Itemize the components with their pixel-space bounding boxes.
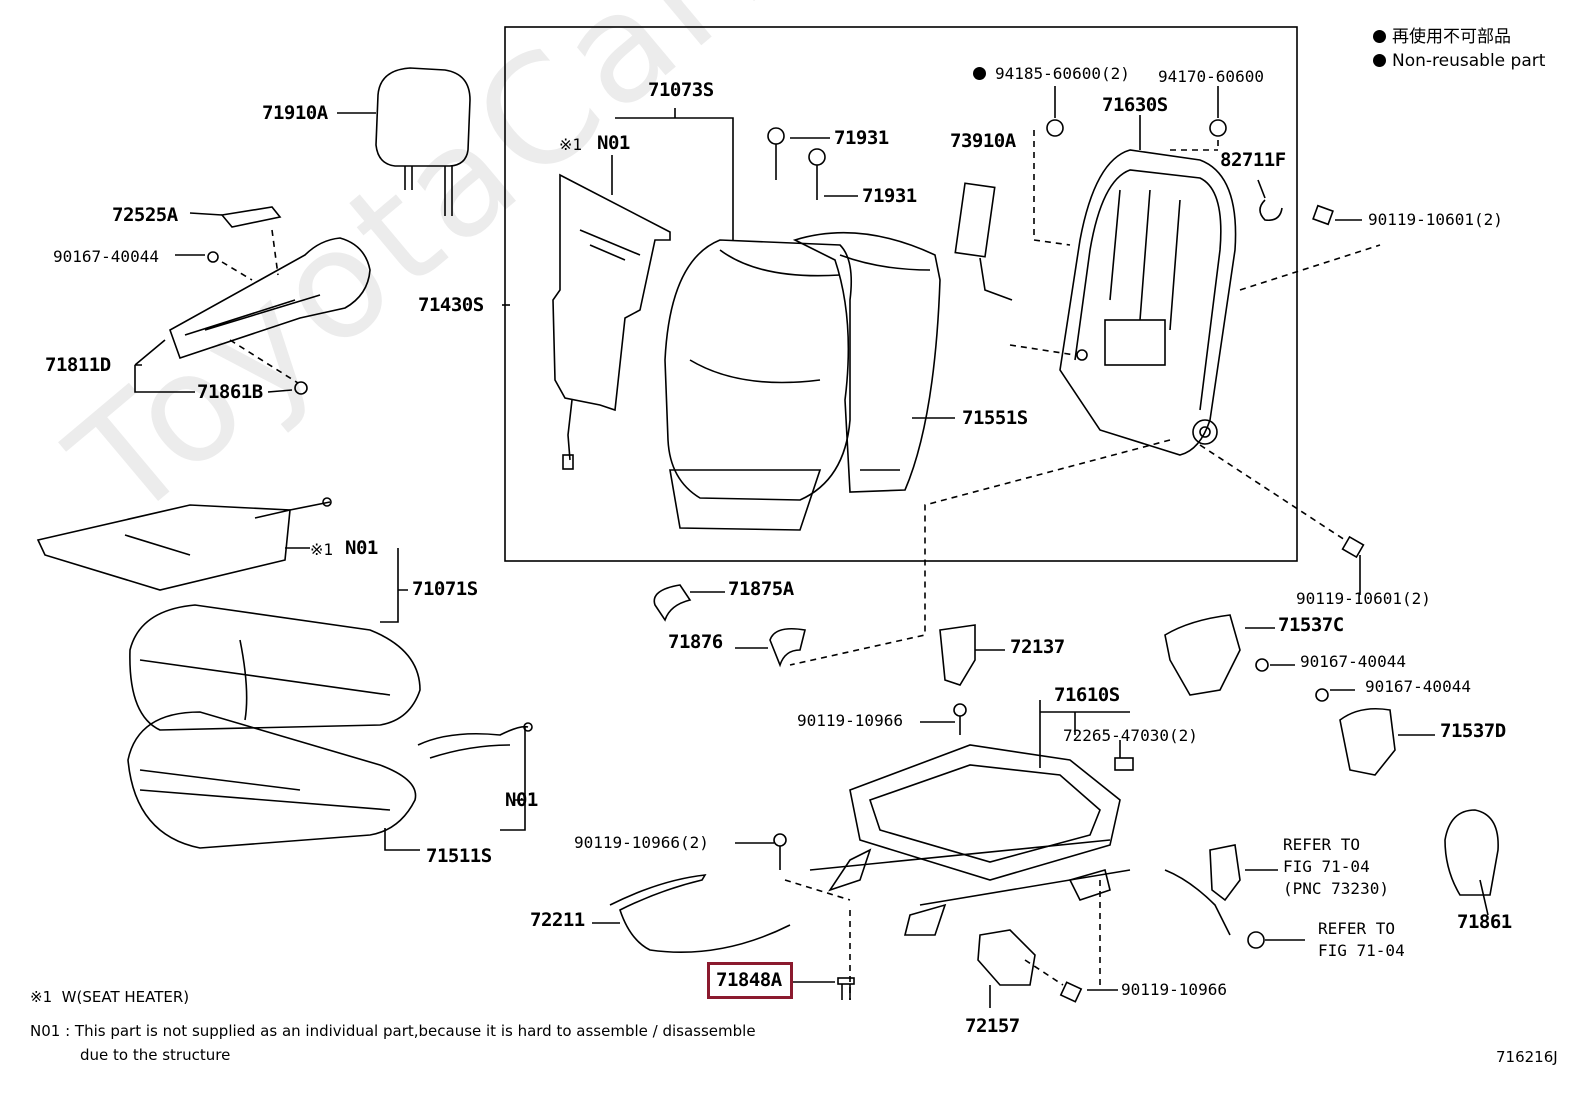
part-label-90167-40044-left[interactable]: 90167-40044 (53, 247, 159, 266)
part-label-94170-60600[interactable]: 94170-60600 (1158, 67, 1264, 86)
seatback-cover-drawing (792, 231, 955, 493)
footnote-n01-line2: due to the structure (80, 1046, 231, 1064)
headrest-drawing (337, 67, 471, 216)
part-label-73910A[interactable]: 73910A (950, 130, 1016, 152)
part-label-71861[interactable]: 71861 (1457, 911, 1512, 933)
figure-id: 716216J (1496, 1048, 1558, 1066)
footnote-heater-mark: ※1 (30, 988, 53, 1006)
refer-to-fig-2-line1[interactable]: REFER TO (1318, 919, 1396, 938)
footnote-heater: ※1 W(SEAT HEATER) (30, 985, 189, 1009)
part-label-71537C[interactable]: 71537C (1278, 614, 1344, 636)
part-label-71931-a[interactable]: 71931 (834, 127, 889, 149)
part-label-71430S[interactable]: 71430S (418, 294, 484, 316)
cover-71537D-drawing (1315, 688, 1435, 776)
nut-drawings (1046, 86, 1227, 151)
non-reusable-dot-icon (1373, 30, 1386, 43)
heater-mark-mid: ※1 (310, 540, 334, 559)
part-label-82711F[interactable]: 82711F (1220, 149, 1286, 171)
part-label-90167-40044-r2[interactable]: 90167-40044 (1365, 677, 1471, 696)
part-label-71073S[interactable]: 71073S (648, 79, 714, 101)
legend: 再使用不可部品 Non-reusable part (1373, 25, 1545, 73)
airbag-module-drawing (954, 130, 1071, 301)
part-label-71511S[interactable]: 71511S (426, 845, 492, 867)
cover-clip-drawings (653, 584, 806, 668)
knob-71861-drawing (1444, 809, 1499, 916)
part-label-90119-10601-top[interactable]: 90119-10601(2) (1368, 210, 1503, 229)
cover-71537C-drawing (1164, 614, 1295, 696)
part-label-71875A[interactable]: 71875A (728, 578, 794, 600)
side-cover-drawing (134, 206, 371, 395)
seat-cushion-cover-drawing (127, 711, 420, 851)
seat-heater-wire-drawing (417, 722, 533, 831)
part-label-72211[interactable]: 72211 (530, 909, 585, 931)
part-label-72265-47030[interactable]: 72265-47030(2) (1063, 726, 1198, 745)
part-label-71537D[interactable]: 71537D (1440, 720, 1506, 742)
refer-to-fig-1-line3[interactable]: (PNC 73230) (1283, 879, 1389, 898)
seatback-cushion-drawing (664, 239, 853, 531)
part-label-71910A[interactable]: 71910A (262, 102, 328, 124)
part-label-71811D[interactable]: 71811D (45, 354, 111, 376)
part-label-71610S[interactable]: 71610S (1054, 684, 1120, 706)
non-reusable-dot-icon (973, 67, 986, 80)
bolt-top-right (1199, 204, 1381, 541)
seat-cushion-drawing (129, 604, 421, 731)
part-label-71551S[interactable]: 71551S (962, 407, 1028, 429)
part-label-72157[interactable]: 72157 (965, 1015, 1020, 1037)
bolt-drawings (735, 703, 1118, 1003)
seatbelt-buckle-drawing (1164, 844, 1305, 949)
footnote-n01-mark: N01 : (30, 1022, 71, 1040)
cover-72137-drawing (939, 624, 1005, 686)
legend-japanese: 再使用不可部品 (1373, 25, 1545, 49)
part-label-72137[interactable]: 72137 (1010, 636, 1065, 658)
legend-english: Non-reusable part (1373, 49, 1545, 73)
footnote-n01-line1: This part is not supplied as an individu… (74, 1022, 756, 1040)
seatback-heater-drawing (552, 155, 671, 470)
part-label-94185-60600[interactable]: 94185-60600(2) (995, 64, 1130, 83)
non-reusable-dot-icon (1373, 54, 1386, 67)
heater-mark-top: ※1 (559, 135, 583, 154)
part-label-71876[interactable]: 71876 (668, 631, 723, 653)
part-label-N01-top[interactable]: N01 (597, 132, 630, 154)
seat-frame-drawing (809, 700, 1134, 936)
clip-drawings (767, 127, 858, 200)
part-label-N01-low[interactable]: N01 (505, 789, 538, 811)
refer-to-fig-2-line2[interactable]: FIG 71-04 (1318, 941, 1405, 960)
wire-72211-drawing (592, 874, 791, 954)
part-label-90167-40044-r1[interactable]: 90167-40044 (1300, 652, 1406, 671)
footnote-n01: N01 : This part is not supplied as an in… (30, 1019, 756, 1043)
part-label-71630S[interactable]: 71630S (1102, 94, 1168, 116)
part-label-90119-10966-b[interactable]: 90119-10966 (1121, 980, 1227, 999)
part-label-90119-10601-right[interactable]: 90119-10601(2) (1296, 589, 1431, 608)
seatback-assembly-box (504, 26, 1298, 562)
part-label-71071S[interactable]: 71071S (412, 578, 478, 600)
seat-heater-drawing (36, 497, 332, 591)
part-71848A-drawing (790, 977, 855, 1000)
part-label-90119-10966-2[interactable]: 90119-10966(2) (574, 833, 709, 852)
part-label-71861B[interactable]: 71861B (197, 381, 263, 403)
refer-to-fig-1-line2[interactable]: FIG 71-04 (1283, 857, 1370, 876)
selected-part-highlight (707, 962, 793, 999)
footnote-heater-text: W(SEAT HEATER) (61, 988, 190, 1006)
part-label-71931-b[interactable]: 71931 (862, 185, 917, 207)
part-label-71848A[interactable]: 71848A (716, 969, 782, 991)
part-label-N01-mid[interactable]: N01 (345, 537, 378, 559)
seatback-frame-drawing (1009, 115, 1237, 456)
cover-72157-drawing (977, 929, 1036, 1008)
part-label-72525A[interactable]: 72525A (112, 204, 178, 226)
refer-to-fig-1-line1[interactable]: REFER TO (1283, 835, 1361, 854)
part-label-90119-10966-a[interactable]: 90119-10966 (797, 711, 903, 730)
bolt-right (1341, 535, 1365, 595)
